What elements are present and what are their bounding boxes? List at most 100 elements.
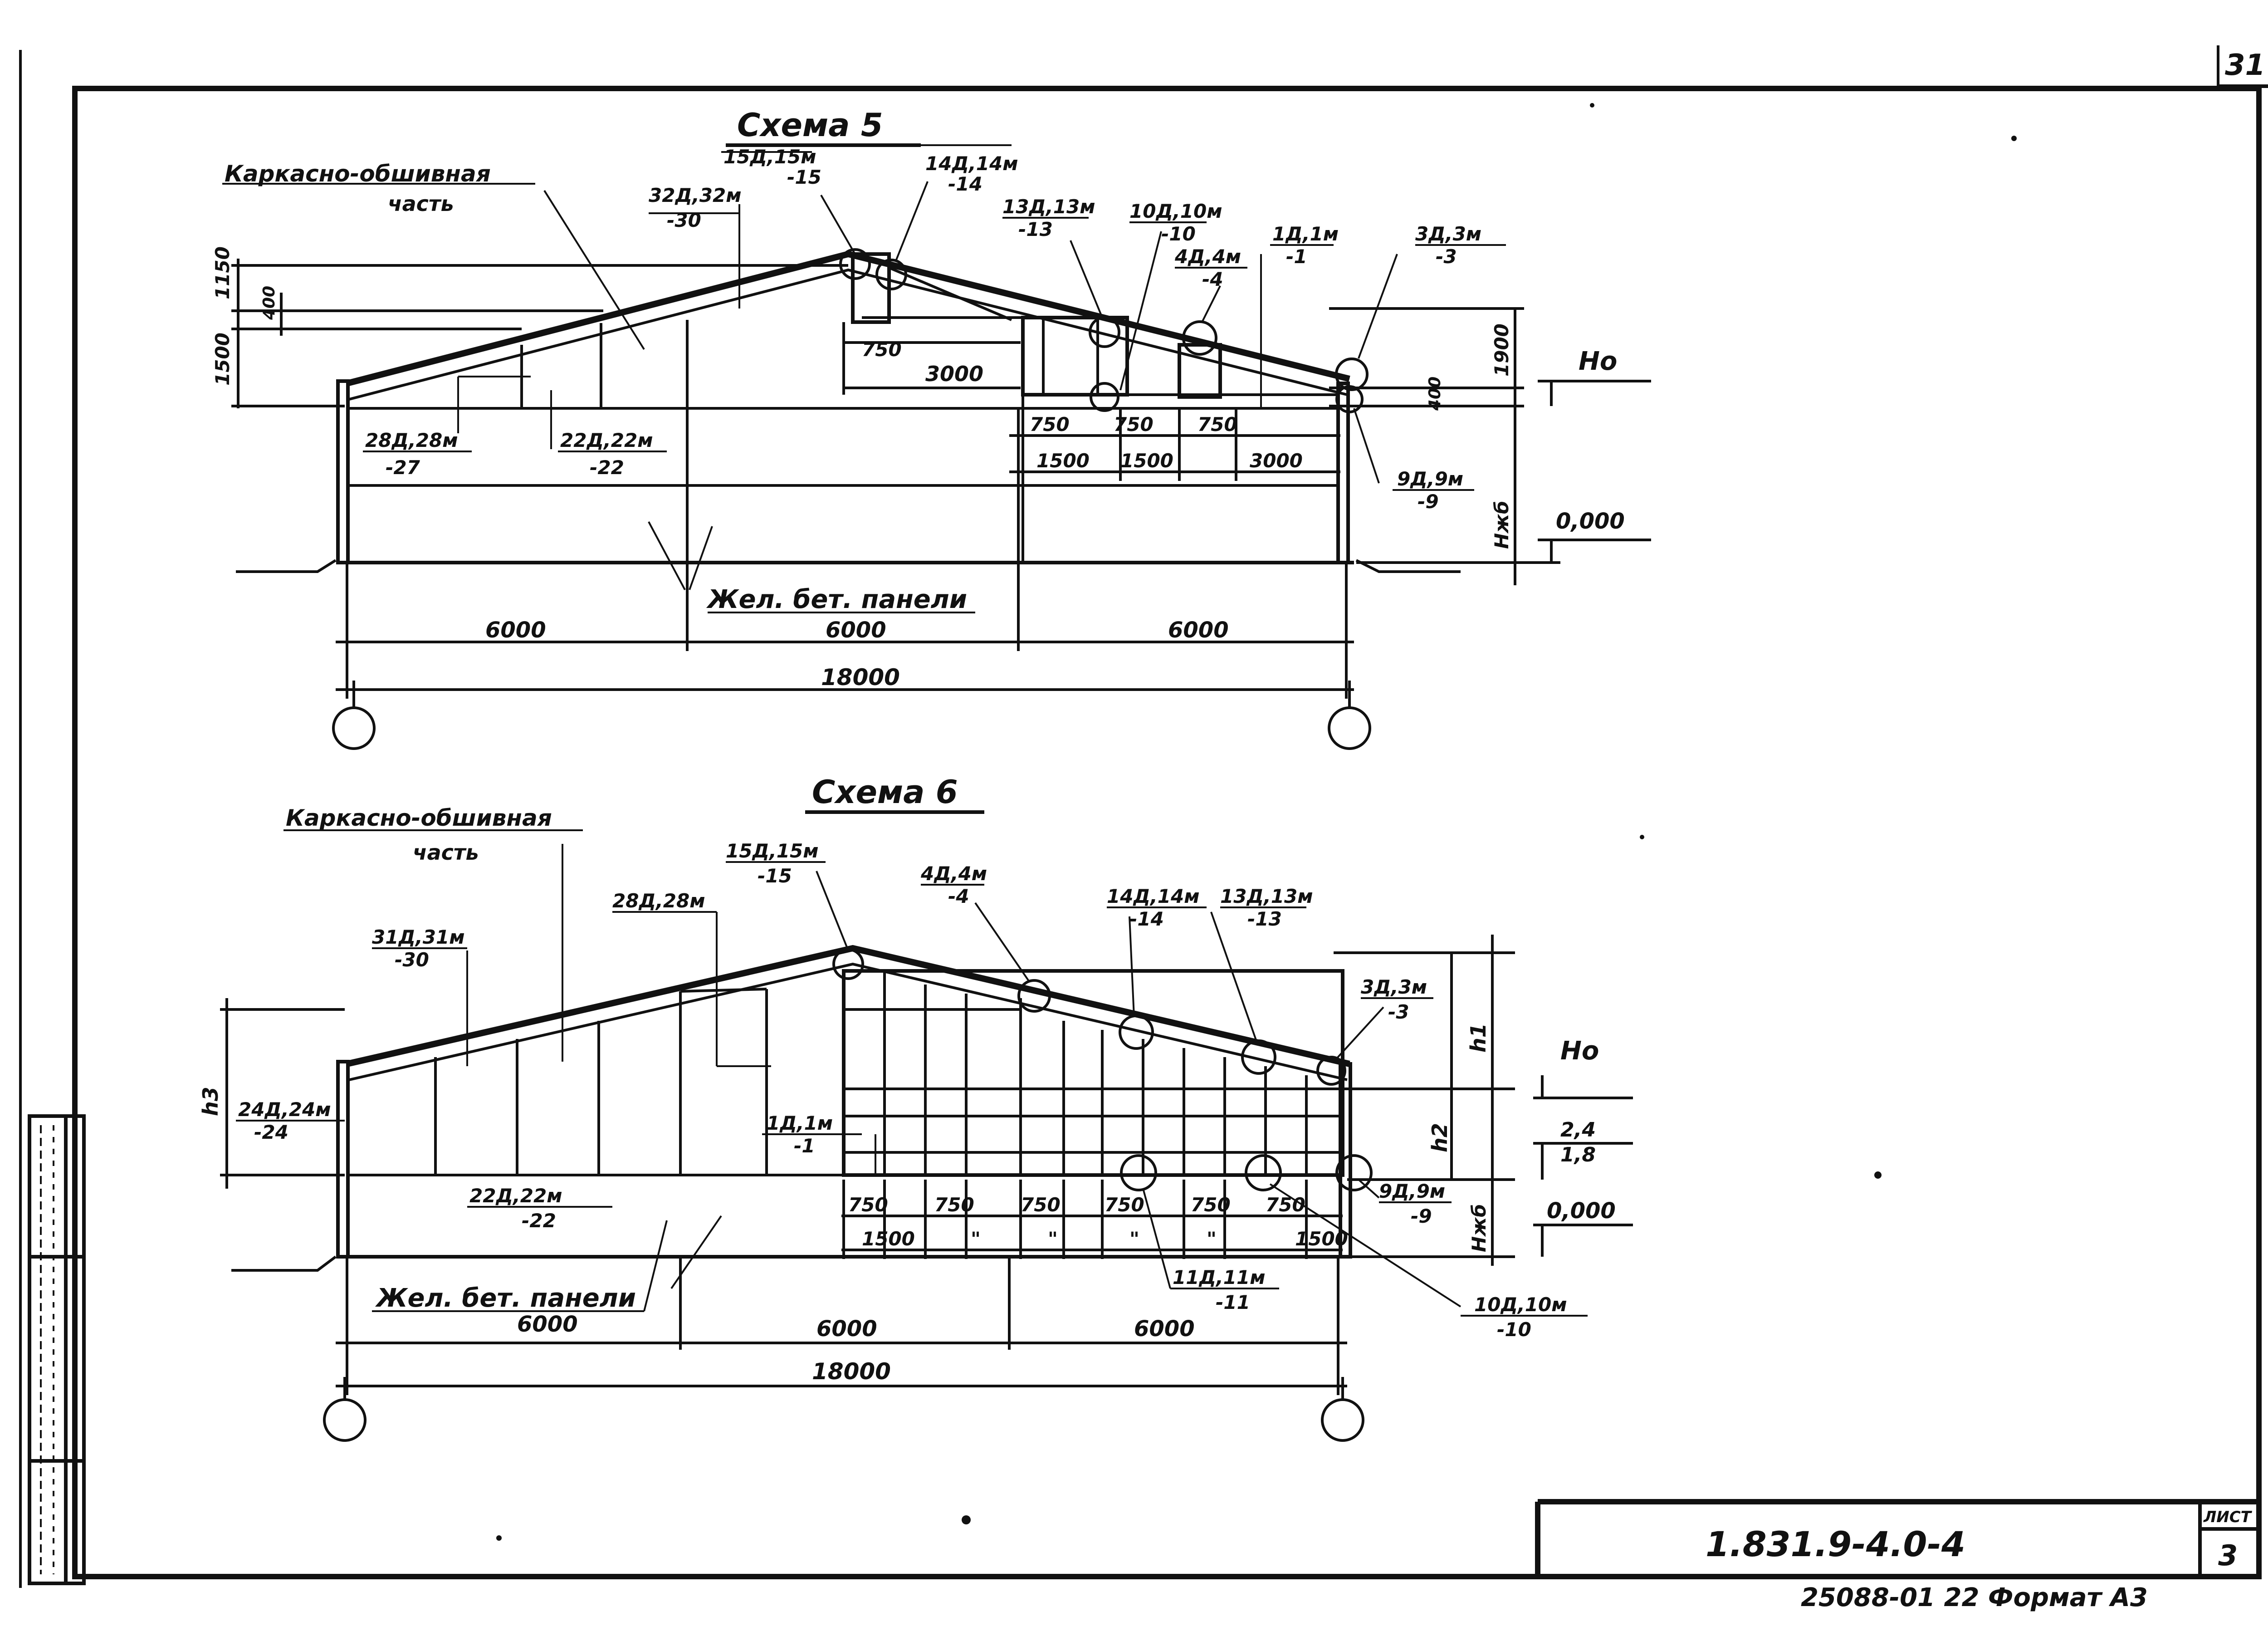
scheme6-dim-750-4: 750 xyxy=(1105,1194,1144,1216)
scheme6-span-a: 6000 xyxy=(816,1316,877,1342)
list-label: ЛИСТ xyxy=(2203,1508,2253,1526)
scheme6-mark-13: 13Д,13м xyxy=(1220,885,1313,907)
scheme6-total: 18000 xyxy=(812,1358,891,1385)
scheme6-frame-part: Каркасно-обшивная xyxy=(286,805,552,831)
scheme6-mark-1-sub: -1 xyxy=(794,1135,815,1157)
scheme6-mark-31-sub: -30 xyxy=(395,949,429,971)
scheme6-mark-15: 15Д,15м xyxy=(726,840,819,862)
scheme6-h1: h1 xyxy=(1466,1023,1491,1053)
stray-mark xyxy=(496,1535,502,1541)
scheme5-bottom-750-c: 750 xyxy=(1198,413,1237,436)
scheme6-mark-28: 28Д,28м xyxy=(612,890,705,912)
doc-code: 1.831.9-4.0-4 xyxy=(1706,1524,1965,1564)
stray-mark xyxy=(2011,136,2017,141)
scheme5-bottom-3000: 3000 xyxy=(1250,450,1303,472)
list-number: 3 xyxy=(2218,1539,2238,1572)
scheme5-frame-part2: часть xyxy=(388,191,454,216)
scheme5-mark-10-sub: -10 xyxy=(1161,223,1196,245)
scheme6-mark-22-sub: -22 xyxy=(522,1210,556,1232)
page-number: 31 xyxy=(2225,49,2265,82)
scheme6-frame-part2: часть xyxy=(413,840,479,865)
scheme5-h-label: Нжб xyxy=(1491,501,1513,549)
scheme6-mark-1: 1Д,1м xyxy=(767,1112,833,1134)
scheme5-mark-15-sub: -15 xyxy=(787,166,821,188)
scheme5-bottom-1500-a: 1500 xyxy=(1036,450,1090,472)
scheme6-title: Схема 6 xyxy=(812,774,958,811)
scheme5-mark-32-sub: -30 xyxy=(667,209,701,231)
scheme5-level-top: Но xyxy=(1579,347,1617,376)
scheme5-bottom-750-b: 750 xyxy=(1114,413,1154,436)
scheme5-mark-1: 1Д,1м xyxy=(1272,223,1339,245)
scheme5-dim-400-left: 400 xyxy=(260,286,279,320)
scheme6-dim-750-3: 750 xyxy=(1021,1194,1061,1216)
scheme6-level-mid-a: 2,4 xyxy=(1560,1118,1596,1141)
scheme5-mark-13-sub: -13 xyxy=(1018,218,1053,240)
scheme6-h3: h3 xyxy=(198,1087,223,1116)
scheme5-mark-4: 4Д,4м xyxy=(1174,245,1241,268)
scheme5-mark-22-sub: -22 xyxy=(590,456,624,479)
scheme6-mark-10: 10Д,10м xyxy=(1474,1293,1567,1316)
scheme6-mark-11: 11Д,11м xyxy=(1173,1266,1266,1288)
scheme6-mark-9: 9Д,9м xyxy=(1379,1180,1445,1202)
scheme6-level-mid-b: 1,8 xyxy=(1560,1143,1596,1166)
scheme5-mark-9: 9Д,9м xyxy=(1397,468,1463,490)
scheme5-mark-3: 3Д,3м xyxy=(1415,223,1481,245)
scheme5-mark-1-sub: -1 xyxy=(1286,245,1307,268)
scheme5-mark-15: 15Д,15м xyxy=(723,146,816,168)
scheme5-drawing xyxy=(222,143,1651,750)
scheme5-dim-1150: 1150 xyxy=(211,246,234,299)
scheme6-ditto-1: " xyxy=(971,1228,981,1250)
scheme6-dim-750-5: 750 xyxy=(1191,1194,1231,1216)
scheme6-span-b: 6000 xyxy=(1134,1316,1195,1342)
scheme5-mark-28: 28Д,28м xyxy=(365,429,458,451)
scheme5-mark-10: 10Д,10м xyxy=(1129,200,1222,222)
scheme5-dim-750: 750 xyxy=(862,338,902,361)
scheme6-mark-4-sub: -4 xyxy=(948,885,969,907)
scheme6-drawing xyxy=(220,810,1633,1442)
scheme5-span-a: 6000 xyxy=(485,617,546,643)
stray-mark xyxy=(1640,835,1644,839)
scheme5-bottom-1500-b: 1500 xyxy=(1120,450,1173,472)
scheme6-panels: Жел. бет. панели xyxy=(375,1283,636,1313)
scheme6-mark-4: 4Д,4м xyxy=(920,862,987,885)
scheme5-dim-400-right: 400 xyxy=(1426,377,1444,411)
scheme5-dim-3000: 3000 xyxy=(925,362,983,386)
stray-mark xyxy=(1874,1171,1882,1179)
scheme6-h2: h2 xyxy=(1427,1123,1452,1152)
scheme5-frame-part: Каркасно-обшивная xyxy=(225,161,491,187)
sheet-frame xyxy=(19,45,2268,1588)
scheme6-mark-10-sub: -10 xyxy=(1497,1318,1531,1341)
scheme6-dim-750-1: 750 xyxy=(848,1194,888,1216)
scheme6-mark-15-sub: -15 xyxy=(758,865,792,887)
scheme6-mark-13-sub: -13 xyxy=(1247,908,1282,930)
scheme5-mark-9-sub: -9 xyxy=(1418,490,1439,513)
scheme5-total: 18000 xyxy=(821,664,900,691)
scheme5-mark-14: 14Д,14м xyxy=(925,152,1018,175)
scheme5-mark-28-sub: -27 xyxy=(386,456,420,479)
scheme6-mark-9-sub: -9 xyxy=(1411,1205,1432,1227)
scheme6-dim-1500-b: 1500 xyxy=(1295,1228,1348,1250)
scheme5-mark-22: 22Д,22м xyxy=(560,429,653,451)
scheme6-mark-11-sub: -11 xyxy=(1216,1291,1250,1313)
stray-mark xyxy=(1590,103,1594,108)
scheme5-mark-4-sub: -4 xyxy=(1202,268,1223,290)
scheme5-span-b: 6000 xyxy=(826,617,886,643)
stray-mark xyxy=(962,1515,971,1524)
scheme6-ditto-2: " xyxy=(1048,1228,1058,1250)
scheme6-ditto-3: " xyxy=(1129,1228,1139,1250)
scheme6-mark-24-sub: -24 xyxy=(254,1121,288,1143)
scheme5-level-zero: 0,000 xyxy=(1556,509,1625,534)
scheme6-mark-14-sub: -14 xyxy=(1129,908,1164,930)
scheme6-dim-750-2: 750 xyxy=(934,1194,974,1216)
scheme5-mark-14-sub: -14 xyxy=(948,173,982,195)
scheme6-mark-3-sub: -3 xyxy=(1388,1001,1409,1023)
scheme6-dim-1500-a: 1500 xyxy=(862,1228,915,1250)
scheme5-title: Схема 5 xyxy=(737,107,883,144)
scheme5-dim-1900: 1900 xyxy=(1491,323,1513,377)
scheme6-panels-dim: 6000 xyxy=(517,1312,578,1337)
scheme6-level-top: Но xyxy=(1560,1036,1599,1066)
scheme6-mark-22: 22Д,22м xyxy=(469,1185,562,1207)
scheme6-mark-31: 31Д,31м xyxy=(372,926,465,948)
scheme5-dim-1500: 1500 xyxy=(211,333,234,386)
